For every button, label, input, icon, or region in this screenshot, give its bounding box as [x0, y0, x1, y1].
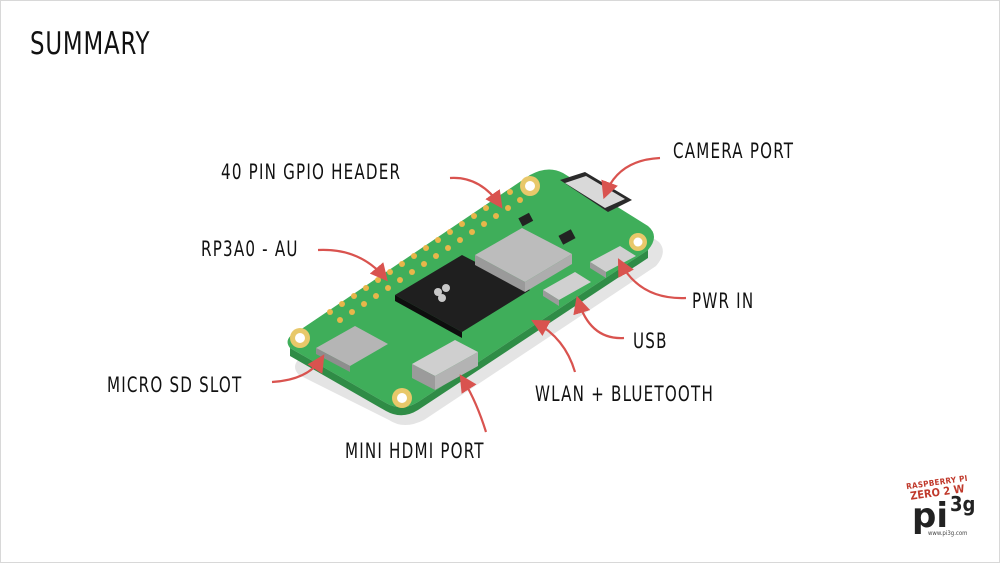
gpio-pads: [327, 189, 523, 323]
pi3g-logo: RASPBERRY PI ZERO 2 W pi 3g www.pi3g.com: [902, 474, 984, 540]
logo-url: www.pi3g.com: [928, 530, 968, 537]
arrow-usb: [573, 295, 625, 340]
pwr-micro-usb: [590, 246, 636, 272]
small-chip: [518, 212, 534, 227]
label-wlan-bluetooth: WLAN + BLUETOOTH: [535, 382, 715, 406]
wireless-module: [475, 228, 572, 282]
arrow-soc: [317, 248, 388, 282]
usb-micro-usb: [543, 272, 591, 300]
annotation-arrows: [271, 156, 687, 433]
slide-title: SUMMARY: [30, 26, 151, 62]
arrow-gpio: [449, 176, 503, 209]
small-chip: [558, 229, 576, 245]
logo-superscript: 3g: [950, 492, 976, 516]
label-camera-port: CAMERA PORT: [673, 139, 795, 163]
label-mini-hdmi: MINI HDMI PORT: [345, 439, 485, 463]
label-micro-sd: MICRO SD SLOT: [107, 373, 243, 397]
label-usb: USB: [633, 329, 668, 353]
label-soc: RP3A0 - AU: [201, 237, 299, 261]
arrow-camera: [601, 156, 661, 200]
raspberry-logo: [434, 284, 450, 302]
arrow-pwr: [617, 258, 687, 300]
arrow-wlan: [531, 319, 577, 373]
label-pwr-in: PWR IN: [692, 289, 755, 313]
micro-sd-slot: [316, 326, 388, 366]
board-group: [287, 169, 663, 425]
arrow-hdmi: [459, 374, 488, 433]
arrow-sd: [271, 354, 325, 384]
mini-hdmi-port: [412, 340, 478, 376]
label-gpio-header: 40 PIN GPIO HEADER: [221, 160, 402, 184]
logo-name: pi: [912, 496, 948, 536]
